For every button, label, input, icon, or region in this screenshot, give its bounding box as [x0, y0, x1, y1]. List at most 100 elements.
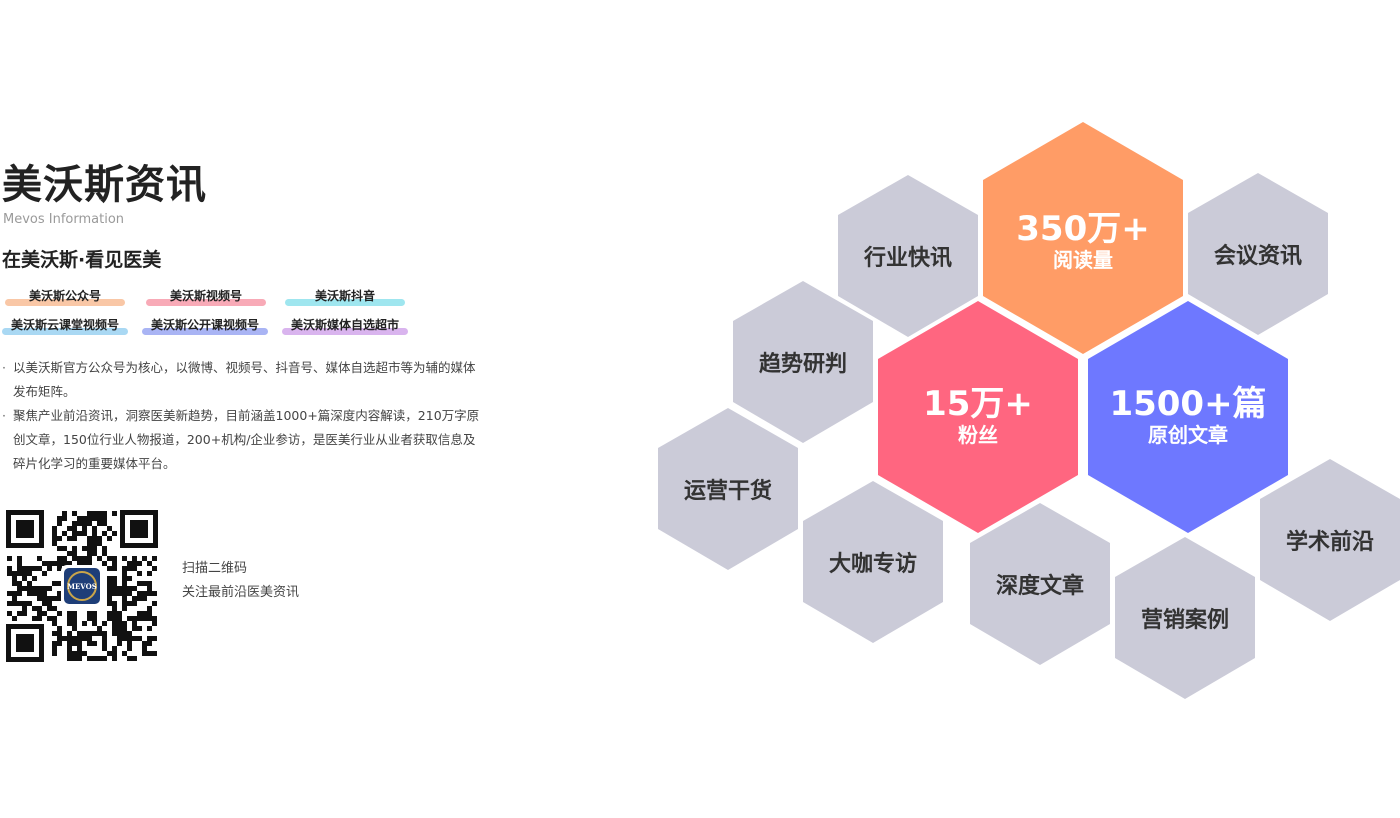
qr-module	[107, 591, 112, 596]
page-title: 美沃斯资讯	[2, 162, 207, 208]
qr-module	[47, 596, 52, 601]
qr-module	[67, 636, 72, 641]
tag-media-supermarket: 美沃斯媒体自选超市	[282, 317, 408, 335]
qr-module	[7, 556, 12, 561]
page-subtitle-english: Mevos Information	[3, 212, 125, 227]
tag-label: 美沃斯媒体自选超市	[290, 318, 399, 332]
qr-module	[17, 591, 22, 596]
stat-articles-number: 1500+篇	[1109, 384, 1267, 424]
qr-module	[67, 561, 72, 566]
qr-module	[142, 641, 147, 646]
qr-module	[12, 601, 17, 606]
qr-module	[42, 591, 47, 596]
qr-module	[52, 606, 57, 611]
qr-module	[127, 636, 132, 641]
qr-module	[117, 626, 122, 631]
qr-module	[142, 581, 147, 586]
qr-finder-bottom-left	[6, 624, 44, 662]
stat-reads: 350万+ 阅读量	[1016, 210, 1149, 272]
qr-module	[32, 576, 37, 581]
qr-module	[47, 561, 52, 566]
qr-module	[57, 591, 62, 596]
qr-module	[52, 651, 57, 656]
stat-fans-caption: 粉丝	[958, 423, 998, 447]
qr-module	[77, 636, 82, 641]
qr-module	[152, 621, 157, 626]
topic-marketing-cases: 营销案例	[1140, 608, 1230, 633]
qr-module	[42, 611, 47, 616]
qr-module	[147, 641, 152, 646]
tag-open-class-video: 美沃斯公开课视频号	[142, 317, 268, 335]
qr-module	[107, 616, 112, 621]
qr-module	[67, 641, 72, 646]
qr-module	[122, 566, 127, 571]
qr-module	[37, 566, 42, 571]
qr-module	[127, 566, 132, 571]
qr-module	[97, 626, 102, 631]
qr-module	[102, 516, 107, 521]
tag-official-account: 美沃斯公众号	[5, 288, 125, 306]
qr-module	[22, 606, 27, 611]
qr-module	[122, 631, 127, 636]
qr-module	[82, 556, 87, 561]
qr-module	[107, 566, 112, 571]
qr-module	[97, 536, 102, 541]
qr-module	[112, 511, 117, 516]
qr-module	[87, 511, 92, 516]
slogan: 在美沃斯·看见医美	[2, 249, 162, 271]
qr-module	[112, 646, 117, 651]
qr-module	[137, 581, 142, 586]
qr-module	[37, 606, 42, 611]
qr-module	[7, 566, 12, 571]
qr-module	[27, 586, 32, 591]
qr-module	[122, 571, 127, 576]
qr-module	[117, 636, 122, 641]
qr-module	[112, 631, 117, 636]
qr-module	[102, 546, 107, 551]
qr-module	[122, 606, 127, 611]
qr-module	[32, 591, 37, 596]
qr-module	[62, 556, 67, 561]
qr-module	[17, 586, 22, 591]
qr-module	[102, 656, 107, 661]
qr-module	[122, 626, 127, 631]
qr-module	[102, 511, 107, 516]
qr-module	[92, 541, 97, 546]
qr-module	[17, 601, 22, 606]
qr-module	[32, 606, 37, 611]
qr-module	[12, 616, 17, 621]
stat-reads-caption: 阅读量	[1053, 248, 1113, 272]
qr-module	[77, 651, 82, 656]
qr-module	[122, 621, 127, 626]
qr-module	[142, 596, 147, 601]
qr-module	[112, 606, 117, 611]
qr-module	[92, 641, 97, 646]
qr-module	[72, 651, 77, 656]
qr-module	[72, 511, 77, 516]
qr-module	[12, 591, 17, 596]
qr-module	[137, 611, 142, 616]
qr-module	[147, 591, 152, 596]
qr-module	[122, 581, 127, 586]
qr-module	[72, 611, 77, 616]
qr-module	[102, 621, 107, 626]
qr-module	[77, 521, 82, 526]
qr-module	[57, 536, 62, 541]
qr-caption: 扫描二维码 关注最前沿医美资讯	[182, 557, 299, 605]
qr-module	[42, 571, 47, 576]
qr-module	[87, 611, 92, 616]
qr-module	[67, 651, 72, 656]
qr-module	[107, 536, 112, 541]
qr-module	[52, 596, 57, 601]
mevos-logo: MEVOS	[61, 565, 103, 607]
mevos-logo-text: MEVOS	[67, 582, 97, 591]
qr-module	[82, 631, 87, 636]
qr-module	[77, 641, 82, 646]
qr-module	[77, 561, 82, 566]
qr-module	[32, 566, 37, 571]
qr-module	[87, 631, 92, 636]
qr-module	[57, 596, 62, 601]
qr-finder-top-right	[120, 510, 158, 548]
qr-module	[152, 651, 157, 656]
qr-module	[67, 656, 72, 661]
